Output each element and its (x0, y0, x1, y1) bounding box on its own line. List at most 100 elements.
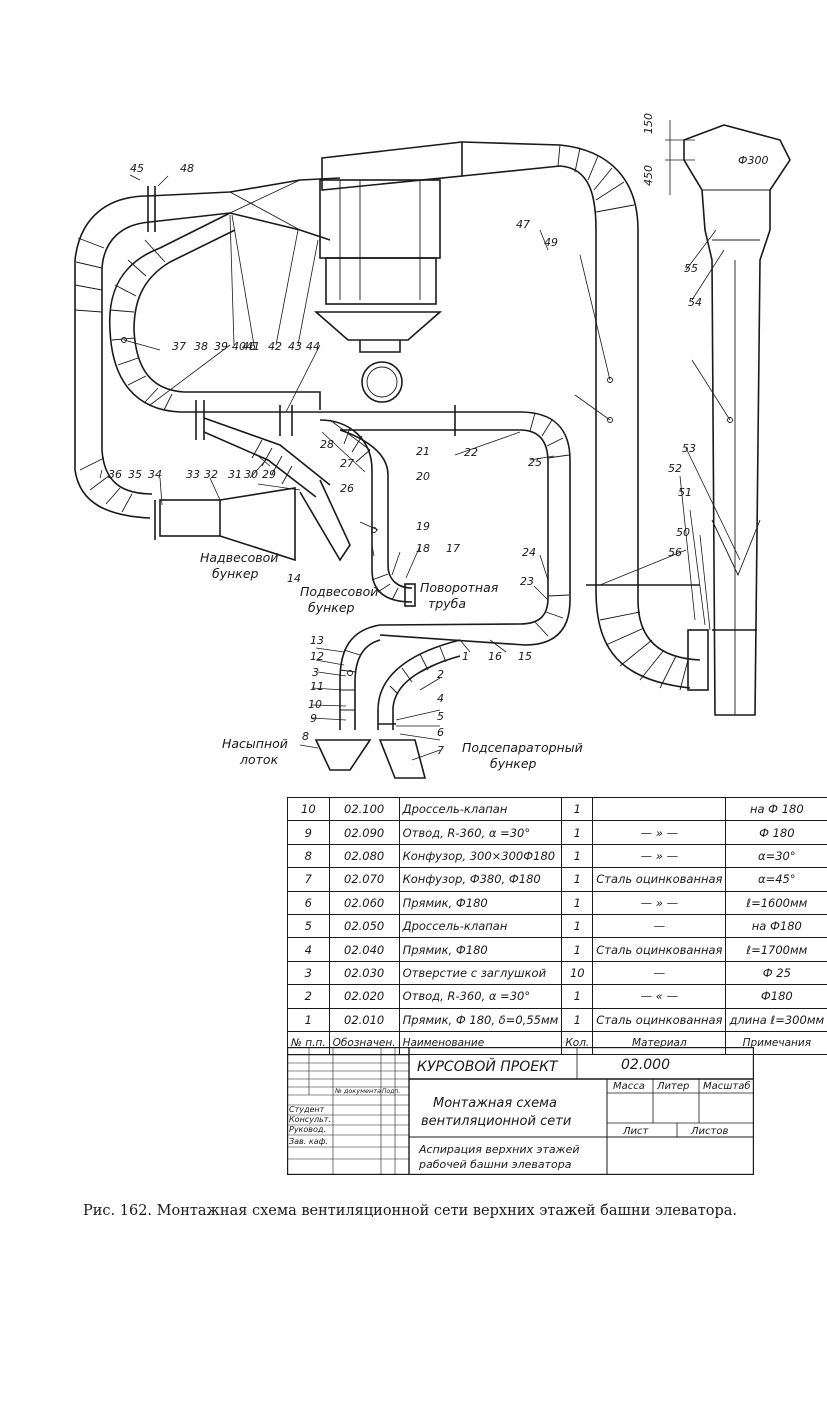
stamp-listov: Листов (690, 1126, 728, 1137)
part-46: 46 (242, 340, 256, 353)
stamp-masshtab: Масштаб (703, 1080, 751, 1092)
title-block: № документа Подп. Студент Консульт. Руко… (287, 1047, 754, 1175)
podvesovoi-label-2: бункер (308, 600, 355, 615)
part-14: 14 (287, 572, 301, 585)
spec-cell-name: Прямик, Ф 180, δ=0,55мм (398, 1007, 563, 1032)
part-29: 29 (262, 468, 276, 481)
part-48-left: 48 (180, 162, 194, 175)
spec-cell-note: длина ℓ=300мм (725, 1007, 827, 1032)
part-12: 12 (310, 650, 324, 663)
part-5: 5 (437, 710, 444, 723)
povorotnaya-label-2: труба (428, 596, 466, 611)
spec-cell-name: Прямик, Ф180 (398, 890, 563, 915)
spec-cell-material: Сталь оцинкованная (592, 867, 727, 892)
right-small-loop (379, 411, 571, 646)
part-18: 18 (416, 542, 430, 555)
spec-cell-name: Конфузор, Ф380, Ф180 (398, 867, 563, 892)
part-51: 51 (678, 486, 692, 499)
nadvesovoi-label-2: бункер (212, 566, 259, 581)
spec-cell-material: — » — (592, 820, 727, 845)
part-54: 54 (688, 296, 702, 309)
spec-cell-code: 02.010 (328, 1007, 400, 1032)
part-8: 8 (302, 730, 309, 743)
part-42: 42 (268, 340, 282, 353)
stamp-project: КУРСОВОЙ ПРОЕКТ (417, 1057, 559, 1075)
nasypnoi-label-2: лоток (239, 752, 279, 767)
part-45: 45 (130, 162, 144, 175)
spec-cell-material: — » — (592, 843, 727, 869)
part-44: 44 (306, 340, 320, 353)
spec-cell-code: 02.020 (328, 984, 400, 1009)
part-19: 19 (416, 520, 430, 533)
spec-cell-name: Дроссель-клапан (398, 913, 563, 939)
povorotnaya-label-1: Поворотная (420, 580, 499, 595)
part-34: 34 (148, 468, 162, 481)
part-13: 13 (310, 634, 324, 647)
spec-cell-name: Дроссель-клапан (398, 796, 563, 822)
part-47: 47 (516, 218, 530, 231)
stamp-massa: Масса (613, 1081, 645, 1092)
stamp-liter: Литер (656, 1081, 689, 1092)
part-20: 20 (416, 470, 430, 483)
nasypnoi-label-1: Насыпной (222, 736, 288, 751)
stamp-podp: Подп. (382, 1088, 400, 1095)
podseparatorny-label-1: Подсепараторный (462, 740, 583, 755)
part-39: 39 (214, 340, 228, 353)
spec-cell-material: — (592, 913, 727, 939)
part-31: 31 (228, 468, 242, 481)
part-11: 11 (310, 680, 324, 693)
spec-header-no: № п.п. (287, 1030, 330, 1056)
spec-cell-name: Отвод, R-360, α =30° (398, 820, 563, 845)
stamp-role-consult: Консульт. (289, 1115, 331, 1124)
part-43: 43 (288, 340, 302, 353)
spec-cell-note: на Ф180 (725, 913, 827, 939)
nadvesovoi-label-1: Надвесовой (200, 550, 278, 565)
lower-branches (314, 624, 461, 779)
part-50: 50 (676, 526, 690, 539)
spec-cell-name: Прямик, Ф180 (398, 937, 563, 962)
part-17: 17 (446, 542, 460, 555)
spec-cell-qty: 1 (561, 843, 594, 869)
spec-cell-no: 3 (287, 960, 330, 986)
spec-header-code: Обозначен. (328, 1030, 400, 1056)
spec-cell-no: 7 (287, 867, 330, 892)
ventilation-network-drawing: 1 2 3 4 5 6 7 8 9 10 11 12 13 14 15 16 1… (74, 113, 791, 779)
part-15: 15 (518, 650, 532, 663)
spec-cell-material: Сталь оцинкованная (592, 937, 727, 962)
spec-cell-qty: 1 (561, 913, 594, 939)
stamp-subtitle-1: Аспирация верхних этажей (418, 1143, 580, 1156)
spec-cell-note: Ф180 (725, 984, 827, 1009)
stack-dimensions: 150 450 Ф300 (642, 113, 768, 186)
dim-450: 450 (642, 165, 655, 186)
spec-cell-material: — » — (592, 890, 727, 915)
spec-cell-note: α=45° (725, 867, 827, 892)
part-55: 55 (684, 262, 698, 275)
part-38: 38 (194, 340, 208, 353)
podvesovoi-label-1: Подвесовой (300, 584, 378, 599)
part-7: 7 (437, 744, 444, 757)
stamp-list: Лист (622, 1126, 650, 1137)
part-4: 4 (437, 692, 444, 705)
part-23: 23 (520, 575, 534, 588)
spec-cell-note: на Ф 180 (725, 796, 827, 822)
dim-150: 150 (642, 113, 655, 134)
spec-cell-name: Отвод, R-360, α =30° (398, 984, 563, 1009)
part-3-lower: 3 (312, 666, 319, 679)
spec-cell-no: 4 (287, 937, 330, 962)
part-56: 56 (668, 546, 682, 559)
top-duct (147, 177, 341, 241)
spec-cell-note: α=30° (725, 843, 827, 869)
spec-cell-note: ℓ=1700мм (725, 937, 827, 962)
right-riser (461, 141, 709, 691)
spec-cell-no: 2 (287, 984, 330, 1009)
spec-cell-code: 02.040 (328, 937, 400, 962)
spec-cell-code: 02.070 (328, 867, 400, 892)
part-52: 52 (668, 462, 682, 475)
spec-cell-note: ℓ=1600мм (725, 890, 827, 915)
spec-cell-code: 02.050 (328, 913, 400, 939)
